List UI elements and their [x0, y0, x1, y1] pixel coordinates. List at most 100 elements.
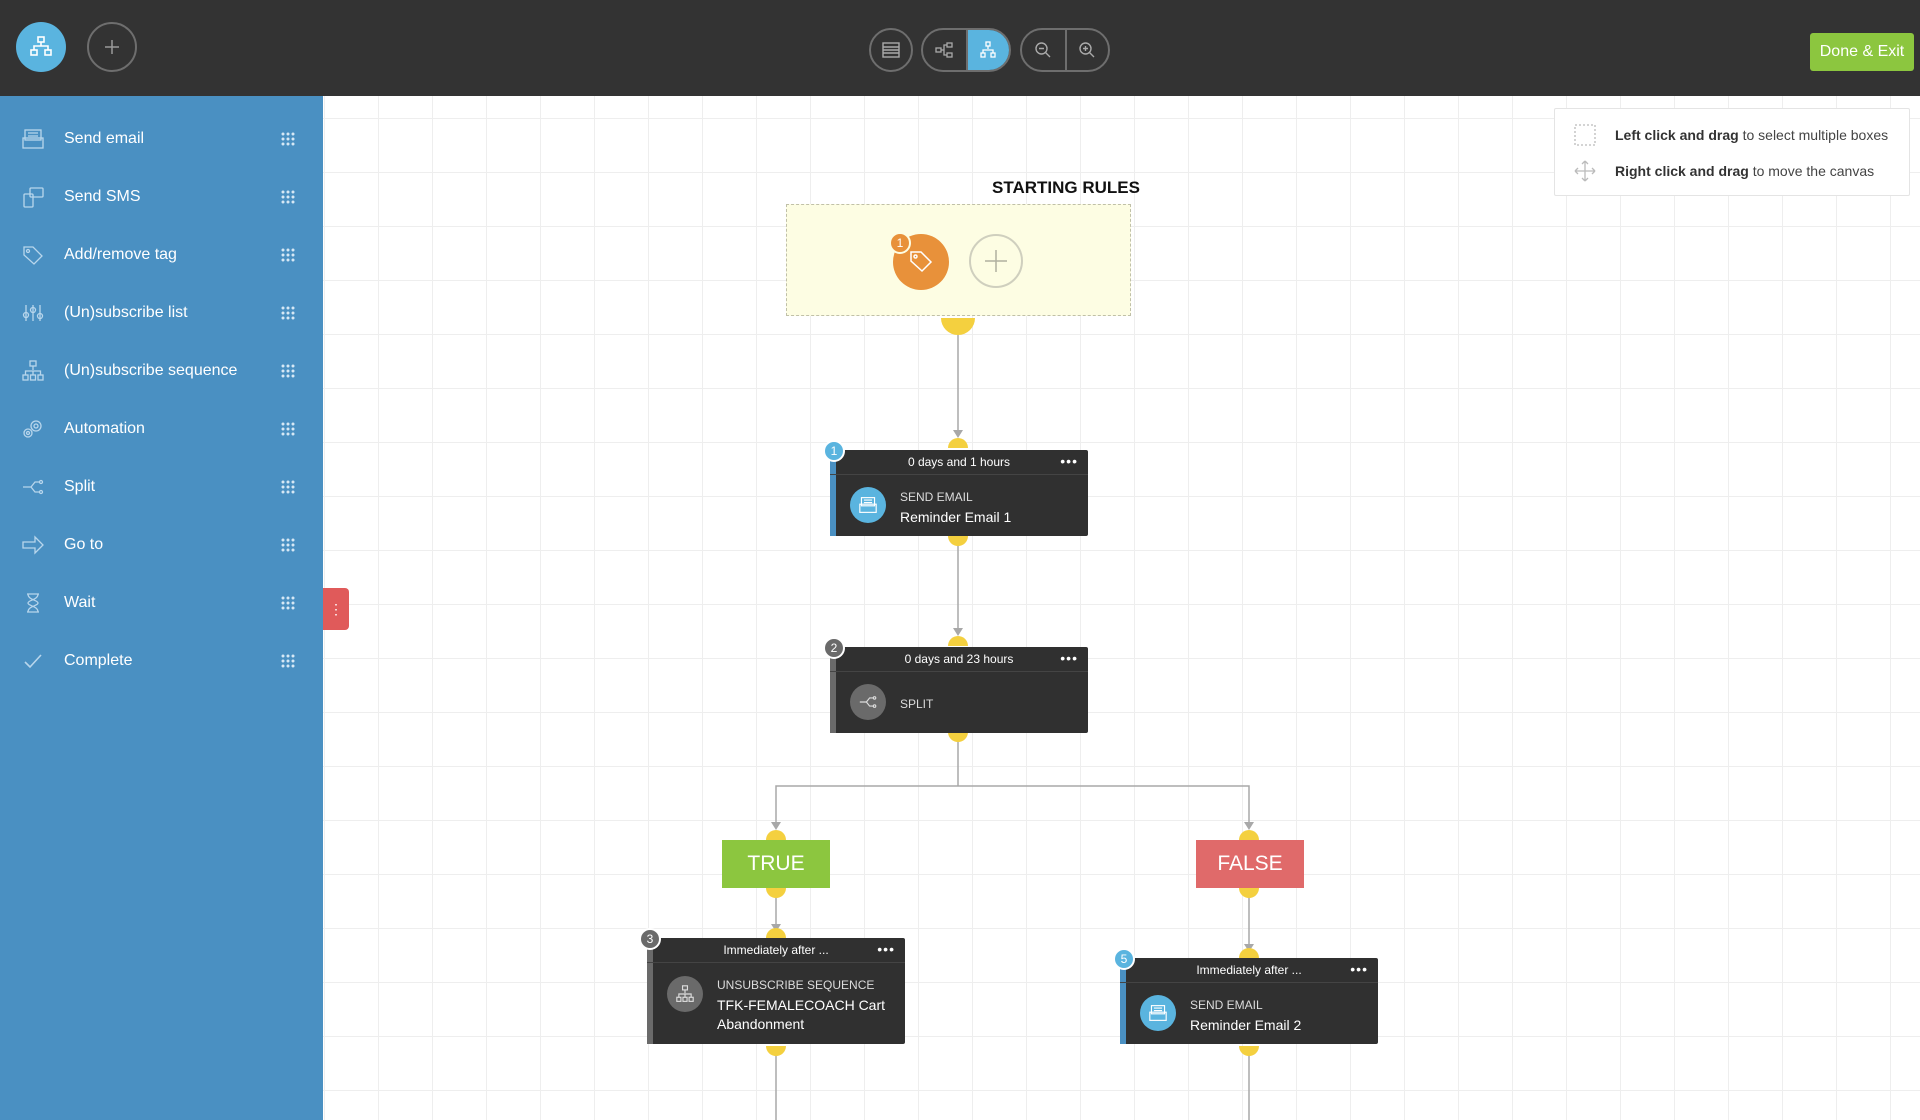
done-exit-button[interactable]: Done & Exit [1810, 33, 1914, 71]
node-unsubscribe-sequence[interactable]: Immediately after ... ••• UNSUBSCRIBE SE… [647, 938, 905, 1044]
automation-icon [20, 416, 46, 442]
node-menu-button[interactable]: ••• [1350, 961, 1368, 977]
drag-handle-icon[interactable] [280, 653, 296, 669]
add-button[interactable] [87, 22, 137, 72]
node-number-badge: 1 [823, 440, 845, 462]
split-icon [20, 474, 46, 500]
top-toolbar: Done & Exit [0, 0, 1920, 96]
node-menu-button[interactable]: ••• [877, 941, 895, 957]
sidebar-item-subscribe-sequence[interactable]: (Un)subscribe sequence [0, 342, 323, 400]
horizontal-layout-button[interactable] [923, 30, 966, 70]
sidebar-item-complete[interactable]: Complete [0, 632, 323, 690]
add-starting-rule-button[interactable] [969, 234, 1023, 288]
select-hint: Left click and drag to select multiple b… [1615, 127, 1889, 143]
drag-handle-icon[interactable] [280, 131, 296, 147]
node-type: UNSUBSCRIBE SEQUENCE [717, 978, 875, 992]
node-split[interactable]: 0 days and 23 hours ••• SPLIT [830, 647, 1088, 733]
drag-handle-icon[interactable] [280, 247, 296, 263]
starting-rules-title: STARTING RULES [992, 178, 1140, 197]
sidebar-item-split[interactable]: Split [0, 458, 323, 516]
zoom-in-icon [1079, 42, 1095, 58]
node-name-line1: TFK-FEMALECOACH Cart [717, 997, 886, 1013]
action-sidebar: Send email Send SMS Add/remove tag (Un)s… [0, 96, 323, 1120]
node-type: SEND EMAIL [900, 490, 973, 504]
node-send-email-2[interactable]: Immediately after ... ••• SEND EMAIL Rem… [1120, 958, 1378, 1044]
false-branch-label: FALSE [1196, 840, 1304, 888]
sidebar-item-label: Send SMS [64, 188, 141, 205]
drag-handle-icon[interactable] [280, 479, 296, 495]
canvas-hints: Left click and drag to select multiple b… [1554, 108, 1910, 196]
sidebar-item-send-email[interactable]: Send email [0, 110, 323, 168]
goto-arrow-icon [20, 532, 46, 558]
drag-handle-icon[interactable] [280, 595, 296, 611]
move-hint: Right click and drag to move the canvas [1615, 163, 1875, 179]
send-email-icon [1140, 995, 1176, 1031]
node-delay: Immediately after ... [647, 938, 905, 963]
node-stripe [1120, 958, 1126, 1044]
list-icon [882, 42, 900, 58]
zoom-out-button[interactable] [1022, 30, 1065, 70]
drag-handle-icon[interactable] [280, 537, 296, 553]
tag-icon [20, 242, 46, 268]
node-menu-button[interactable]: ••• [1060, 453, 1078, 469]
sidebar-item-label: Wait [64, 594, 96, 611]
node-number-badge: 5 [1113, 948, 1135, 970]
list-view-button[interactable] [871, 30, 911, 70]
sidebar-item-label: (Un)subscribe list [64, 304, 188, 321]
send-email-icon [850, 487, 886, 523]
node-name: Reminder Email 1 [900, 509, 1012, 525]
horizontal-tree-icon [935, 42, 954, 58]
zoom-in-button[interactable] [1064, 30, 1108, 70]
sequence-icon [20, 358, 46, 384]
node-number-badge: 2 [823, 637, 845, 659]
tag-trigger[interactable] [893, 234, 949, 290]
drag-handle-icon[interactable] [280, 189, 296, 205]
node-name: Reminder Email 2 [1190, 1017, 1302, 1033]
true-branch-label: TRUE [722, 840, 830, 888]
node-menu-button[interactable]: ••• [1060, 650, 1078, 666]
plus-icon [105, 40, 119, 54]
node-type: SEND EMAIL [1190, 998, 1263, 1012]
sidebar-item-label: Complete [64, 652, 133, 669]
zoom-out-icon [1035, 42, 1051, 58]
sidebar-item-label: Go to [64, 536, 104, 553]
sidebar-item-send-sms[interactable]: Send SMS [0, 168, 323, 226]
move-arrows-icon [1574, 160, 1596, 182]
sidebar-item-go-to[interactable]: Go to [0, 516, 323, 574]
send-sms-icon [20, 184, 46, 210]
sidebar-item-automation[interactable]: Automation [0, 400, 323, 458]
sidebar-item-wait[interactable]: Wait [0, 574, 323, 632]
node-name-line2: Abandonment [717, 1016, 805, 1032]
sidebar-item-add-remove-tag[interactable]: Add/remove tag [0, 226, 323, 284]
vertical-layout-button[interactable] [965, 30, 1009, 70]
sidebar-item-label: Split [64, 478, 96, 495]
node-stripe [647, 938, 653, 1044]
zoom-group [1020, 28, 1110, 72]
drag-handle-icon[interactable] [280, 305, 296, 321]
node-delay: 0 days and 1 hours [830, 450, 1088, 475]
node-send-email-1[interactable]: 0 days and 1 hours ••• SEND EMAIL Remind… [830, 450, 1088, 536]
sequence-builder-button[interactable] [16, 22, 66, 72]
node-stripe [830, 647, 836, 733]
starting-rules-box[interactable] [786, 204, 1131, 316]
node-type: SPLIT [900, 697, 934, 711]
send-email-icon [20, 126, 46, 152]
drag-handle-icon[interactable] [280, 363, 296, 379]
sidebar-item-label: Send email [64, 130, 145, 147]
node-number-badge: 3 [639, 928, 661, 950]
sidebar-item-label: Automation [64, 420, 145, 437]
plus-icon [985, 250, 1007, 272]
sidebar-collapse-toggle[interactable]: ⋮ [323, 588, 349, 630]
sidebar-item-label: (Un)subscribe sequence [64, 362, 238, 379]
hourglass-icon [20, 590, 46, 616]
split-icon [850, 684, 886, 720]
sidebar-item-subscribe-list[interactable]: (Un)subscribe list [0, 284, 323, 342]
subscribe-list-icon [20, 300, 46, 326]
node-stripe [830, 450, 836, 536]
layout-toggle-group [921, 28, 1011, 72]
drag-handle-icon[interactable] [280, 421, 296, 437]
sequence-tree-icon [30, 36, 52, 56]
list-view-group [869, 28, 913, 72]
sequence-icon [667, 976, 703, 1012]
